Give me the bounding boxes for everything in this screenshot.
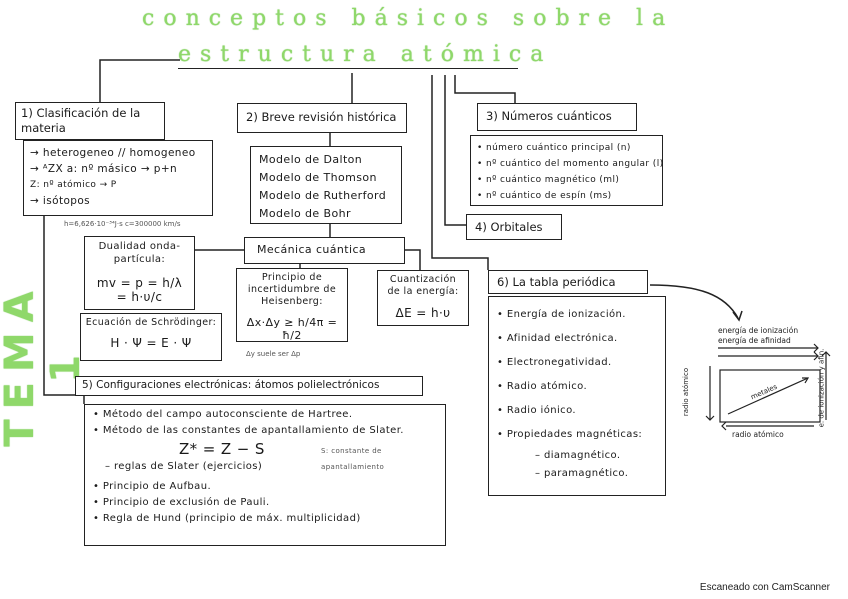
periodic-property: • Energía de ionización. bbox=[497, 309, 626, 320]
energy-formula: ΔE = h·υ bbox=[395, 306, 451, 320]
slater-formula: Z* = Z − S bbox=[179, 440, 265, 458]
section1-item: → heterogeneo // homogeneo bbox=[30, 147, 196, 159]
schrodinger-formula: H · Ψ = E · Ψ bbox=[110, 336, 192, 350]
section3-box: • número cuántico principal (n) • nº cuá… bbox=[470, 135, 663, 206]
section5-item: • Regla de Hund (principio de máx. multi… bbox=[93, 513, 361, 524]
periodic-property: • Propiedades magnéticas: bbox=[497, 429, 643, 440]
trend-left-label: radio atómico bbox=[682, 367, 691, 417]
duality-box: Dualidad onda-partícula: mv = p = h/λ = … bbox=[84, 236, 195, 310]
duality-label: Dualidad onda-partícula: bbox=[98, 241, 181, 265]
section1-header: 1) Clasificación de la materia bbox=[15, 102, 165, 140]
heisenberg-formula: Δx·Δy ≥ h/4π = ħ/2 bbox=[246, 316, 338, 342]
section5-item: • Método de las constantes de apantallam… bbox=[93, 425, 404, 436]
trend-top-label-2: energía de afinidad bbox=[718, 336, 791, 345]
periodic-property: • Afinidad electrónica. bbox=[497, 333, 618, 344]
section5-item: • Principio de exclusión de Pauli. bbox=[93, 497, 270, 508]
models-box: Modelo de Dalton Modelo de Thomson Model… bbox=[250, 146, 402, 224]
heisenberg-label: Principio de incertidumbre de Heisenberg… bbox=[247, 272, 337, 307]
title-line-2: estructura atómica bbox=[178, 42, 553, 67]
section5-box: • Método del campo autoconsciente de Har… bbox=[84, 404, 446, 546]
quantum-number-item: • nº cuántico del momento angular (l) bbox=[477, 159, 664, 169]
model-item: Modelo de Thomson bbox=[259, 171, 377, 184]
section1-item: → ᴬZX a: nº másico → p+n bbox=[30, 163, 178, 175]
trend-right-label: e. de ionización y afin. bbox=[817, 348, 826, 428]
energy-label: Cuantización de la energía: bbox=[387, 274, 459, 297]
section1-item: Z: nº atómico → P bbox=[30, 180, 117, 190]
section3-header: 3) Números cuánticos bbox=[477, 103, 637, 131]
slater-formula-note: S: constante de apantallamiento bbox=[321, 447, 385, 471]
periodic-property: • Electronegatividad. bbox=[497, 357, 612, 368]
section5-header: 5) Configuraciones electrónicas: átomos … bbox=[75, 376, 423, 396]
model-item: Modelo de Dalton bbox=[259, 153, 363, 166]
heisenberg-note: Δy suele ser Δp bbox=[246, 350, 301, 358]
schrodinger-label: Ecuación de Schrödinger: bbox=[85, 317, 217, 328]
quantum-mechanics-box: Mecánica cuántica bbox=[244, 237, 405, 264]
schrodinger-box: Ecuación de Schrödinger: H · Ψ = E · Ψ bbox=[80, 313, 222, 361]
quantum-number-item: • número cuántico principal (n) bbox=[477, 143, 631, 153]
slater-rules: – reglas de Slater (ejercicios) bbox=[105, 461, 263, 472]
title-underline bbox=[178, 68, 518, 69]
side-title: TEMA 1 bbox=[0, 281, 89, 447]
scanner-footer: Escaneado con CamScanner bbox=[699, 582, 830, 593]
section6-header: 6) La tabla periódica bbox=[488, 270, 648, 294]
heisenberg-box: Principio de incertidumbre de Heisenberg… bbox=[236, 268, 348, 342]
trend-bottom-label: radio atómico bbox=[732, 430, 784, 439]
section1-box: → heterogeneo // homogeneo → ᴬZX a: nº m… bbox=[23, 140, 213, 216]
section1-item: → isótopos bbox=[30, 195, 91, 207]
energy-box: Cuantización de la energía: ΔE = h·υ bbox=[377, 270, 469, 326]
model-item: Modelo de Rutherford bbox=[259, 189, 387, 202]
section5-item: • Principio de Aufbau. bbox=[93, 481, 212, 492]
periodic-trend-diagram: energía de ionización energía de afinida… bbox=[682, 322, 840, 442]
title-line-1: conceptos básicos sobre la bbox=[142, 6, 675, 31]
periodic-property: • Radio atómico. bbox=[497, 381, 588, 392]
section4-header: 4) Orbitales bbox=[466, 214, 562, 240]
section5-item: • Método del campo autoconsciente de Har… bbox=[93, 409, 353, 420]
section6-box: • Energía de ionización. • Afinidad elec… bbox=[488, 296, 666, 496]
section2-header: 2) Breve revisión histórica bbox=[237, 103, 407, 133]
trend-top-label-1: energía de ionización bbox=[718, 326, 799, 335]
constants-note: h=6,626·10⁻³⁴J·s c=300000 km/s bbox=[64, 220, 181, 228]
model-item: Modelo de Bohr bbox=[259, 207, 351, 220]
quantum-number-item: • nº cuántico de espín (ms) bbox=[477, 191, 612, 201]
duality-formula: mv = p = h/λ = h·υ/c bbox=[96, 276, 183, 304]
magnetic-sub: – paramagnético. bbox=[535, 468, 629, 479]
magnetic-sub: – diamagnético. bbox=[535, 450, 621, 461]
periodic-property: • Radio iónico. bbox=[497, 405, 576, 416]
quantum-number-item: • nº cuántico magnético (ml) bbox=[477, 175, 620, 185]
